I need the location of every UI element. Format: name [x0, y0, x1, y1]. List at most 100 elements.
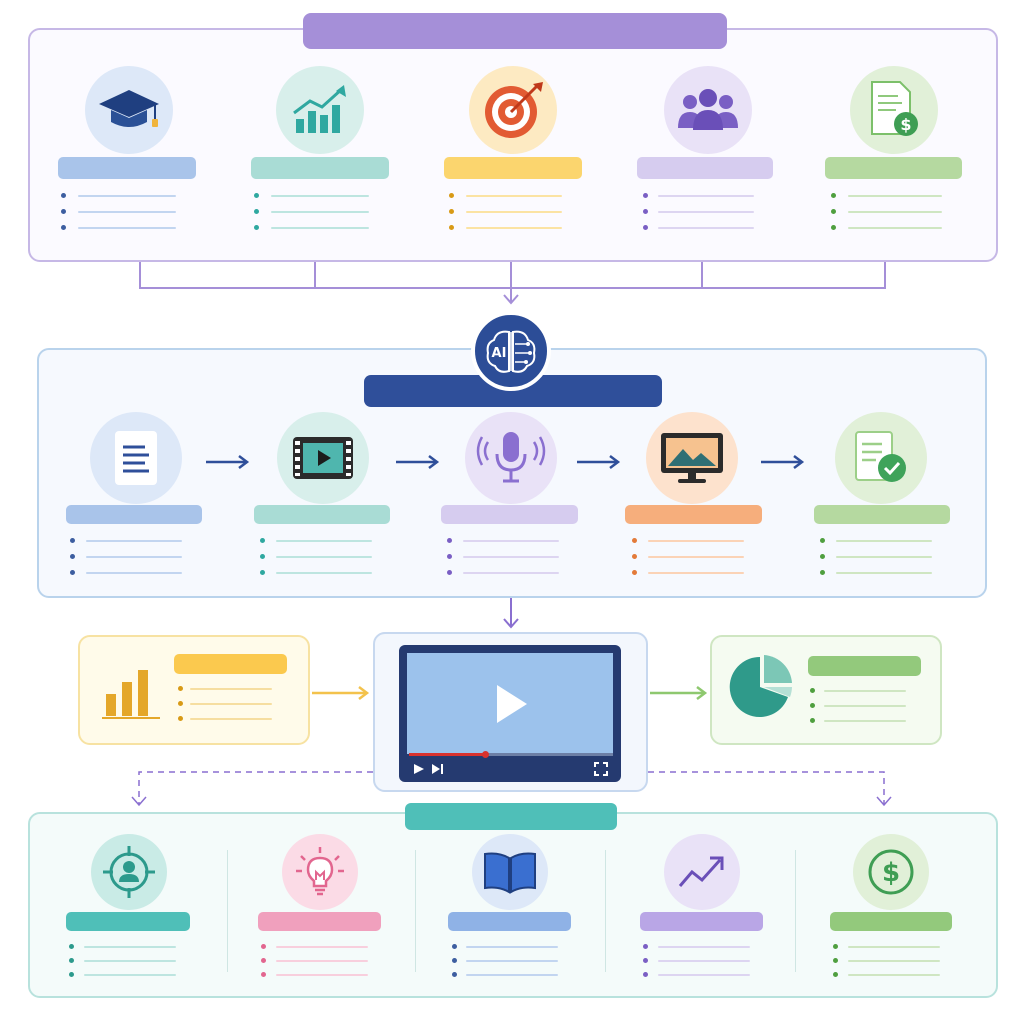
svg-text:$: $: [882, 858, 900, 888]
bottom-item-4-bullet-1: [643, 944, 648, 949]
microphone-icon: [476, 432, 546, 483]
middle-to-video-arrow: [503, 598, 519, 629]
bottom-item-5-line-1: [848, 946, 940, 948]
ai-brain-hub: AI: [471, 311, 551, 391]
top-item-4-line-2: [658, 211, 754, 213]
top-item-4-bullet-3: [643, 225, 648, 230]
top-item-3-line-1: [466, 195, 562, 197]
bar-chart-icon: [102, 670, 160, 719]
top-item-5-circle: $: [850, 66, 938, 154]
team-icon: [678, 89, 738, 130]
top-item-1-bullet-1: [61, 193, 66, 198]
bottom-divider-3: [605, 850, 606, 972]
right-card-bullet-1: [810, 688, 815, 693]
top-item-2-title-bar: [251, 157, 389, 179]
left-to-video-arrow: [312, 686, 370, 700]
top-item-3-circle: [469, 66, 557, 154]
middle-step-2-circle: [277, 412, 369, 504]
left-card-title-bar: [174, 654, 287, 674]
middle-step-1-line-2: [86, 556, 182, 558]
svg-text:$: $: [900, 115, 911, 134]
top-item-2-bullet-2: [254, 209, 259, 214]
top-item-3-line-3: [466, 227, 562, 229]
ai-brain-icon: AI: [486, 330, 536, 373]
bottom-item-1-line-3: [84, 974, 176, 976]
middle-step-1-line-3: [86, 572, 182, 574]
middle-step-5-line-2: [836, 556, 932, 558]
top-item-3-bullet-2: [449, 209, 454, 214]
middle-step-3-line-2: [463, 556, 559, 558]
bottom-item-1-bullet-1: [69, 944, 74, 949]
right-card-line-2: [824, 705, 906, 707]
bottom-divider-2: [415, 850, 416, 972]
video-screen[interactable]: [407, 653, 613, 754]
bottom-item-5-title-bar: [830, 912, 952, 931]
play-control-icon[interactable]: [413, 763, 425, 775]
bottom-item-1-circle: [91, 834, 167, 910]
middle-step-1-bullet-3: [70, 570, 75, 575]
video-to-right-arrow: [650, 686, 708, 700]
document-check-icon: [855, 431, 906, 482]
bottom-item-5-line-2: [848, 960, 940, 962]
bottom-item-1-line-2: [84, 960, 176, 962]
middle-step-4-bullet-1: [632, 538, 637, 543]
bottom-item-3-circle: [472, 834, 548, 910]
bottom-item-2-circle: [282, 834, 358, 910]
video-progress-thumb[interactable]: [482, 751, 489, 758]
top-section-header-bar: [303, 13, 727, 49]
top-item-1-line-2: [78, 211, 176, 213]
top-item-5-bullet-3: [831, 225, 836, 230]
video-player[interactable]: [399, 645, 621, 782]
top-item-4-bullet-2: [643, 209, 648, 214]
top-item-5-bullet-1: [831, 193, 836, 198]
left-card-line-2: [190, 703, 272, 705]
step-arrow-2: [396, 455, 440, 469]
monitor-image-icon: [661, 433, 723, 483]
fullscreen-icon[interactable]: [594, 762, 608, 776]
middle-step-2-line-3: [276, 572, 372, 574]
middle-step-4-bullet-3: [632, 570, 637, 575]
middle-step-2-title-bar: [254, 505, 390, 524]
middle-step-3-title-bar: [441, 505, 578, 524]
bottom-item-1-bullet-3: [69, 972, 74, 977]
bottom-item-2-line-3: [276, 974, 368, 976]
bottom-item-4-line-2: [658, 960, 750, 962]
next-icon[interactable]: [431, 763, 445, 775]
middle-step-4-line-3: [648, 572, 744, 574]
middle-step-5-line-1: [836, 540, 932, 542]
document-icon: [115, 431, 157, 485]
bottom-item-4-line-3: [658, 974, 750, 976]
top-item-3-bullet-3: [449, 225, 454, 230]
top-item-5-line-2: [848, 211, 942, 213]
top-item-1-circle: [85, 66, 173, 154]
video-progress-track[interactable]: [409, 753, 613, 756]
middle-step-5-line-3: [836, 572, 932, 574]
top-item-2-line-1: [271, 195, 369, 197]
middle-step-3-circle: [465, 412, 557, 504]
top-item-4-circle: [664, 66, 752, 154]
open-book-icon: [484, 852, 536, 894]
bottom-item-4-title-bar: [640, 912, 763, 931]
middle-step-1-title-bar: [66, 505, 202, 524]
middle-step-4-circle: [646, 412, 738, 504]
middle-step-5-bullet-1: [820, 538, 825, 543]
step-arrow-4: [761, 455, 805, 469]
bottom-item-3-bullet-1: [452, 944, 457, 949]
play-icon[interactable]: [493, 683, 529, 725]
top-item-1-bullet-3: [61, 225, 66, 230]
middle-step-2-bullet-2: [260, 554, 265, 559]
bottom-item-3-line-3: [466, 974, 558, 976]
ai-brain-hub-label: AI: [492, 346, 507, 361]
step-arrow-1: [206, 455, 250, 469]
trend-up-icon: [678, 856, 724, 887]
bottom-item-4-bullet-3: [643, 972, 648, 977]
top-item-2-line-3: [271, 227, 369, 229]
middle-step-1-circle: [90, 412, 182, 504]
bottom-item-2-line-1: [276, 946, 368, 948]
bottom-item-4-circle: [664, 834, 740, 910]
bottom-item-2-line-2: [276, 960, 368, 962]
left-analytics-card: [78, 635, 310, 745]
bottom-item-1-bullet-2: [69, 958, 74, 963]
middle-step-5-title-bar: [814, 505, 950, 524]
pie-chart-icon: [729, 655, 792, 717]
